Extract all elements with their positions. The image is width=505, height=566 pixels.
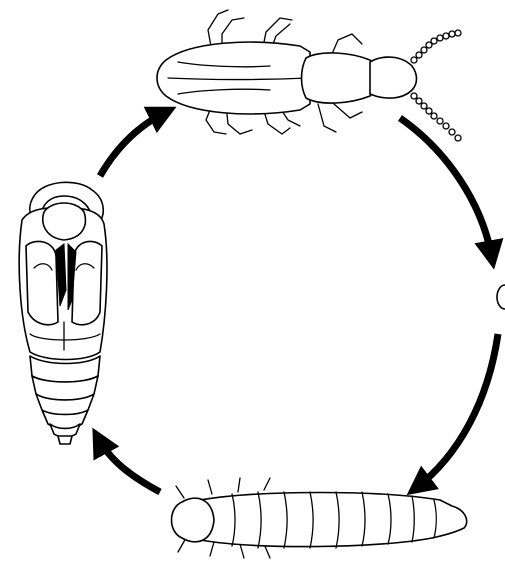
adult-beetle-icon — [157, 10, 461, 141]
egg-icon — [497, 285, 505, 309]
cycle-arrows — [98, 112, 498, 492]
arrow-larva-to-pupa — [98, 438, 160, 492]
arrow-egg-to-larva — [416, 334, 498, 488]
larva-icon — [172, 478, 467, 558]
pupa-icon — [19, 182, 107, 444]
arrow-adult-to-egg — [400, 118, 492, 258]
arrow-pupa-to-adult — [100, 112, 166, 176]
